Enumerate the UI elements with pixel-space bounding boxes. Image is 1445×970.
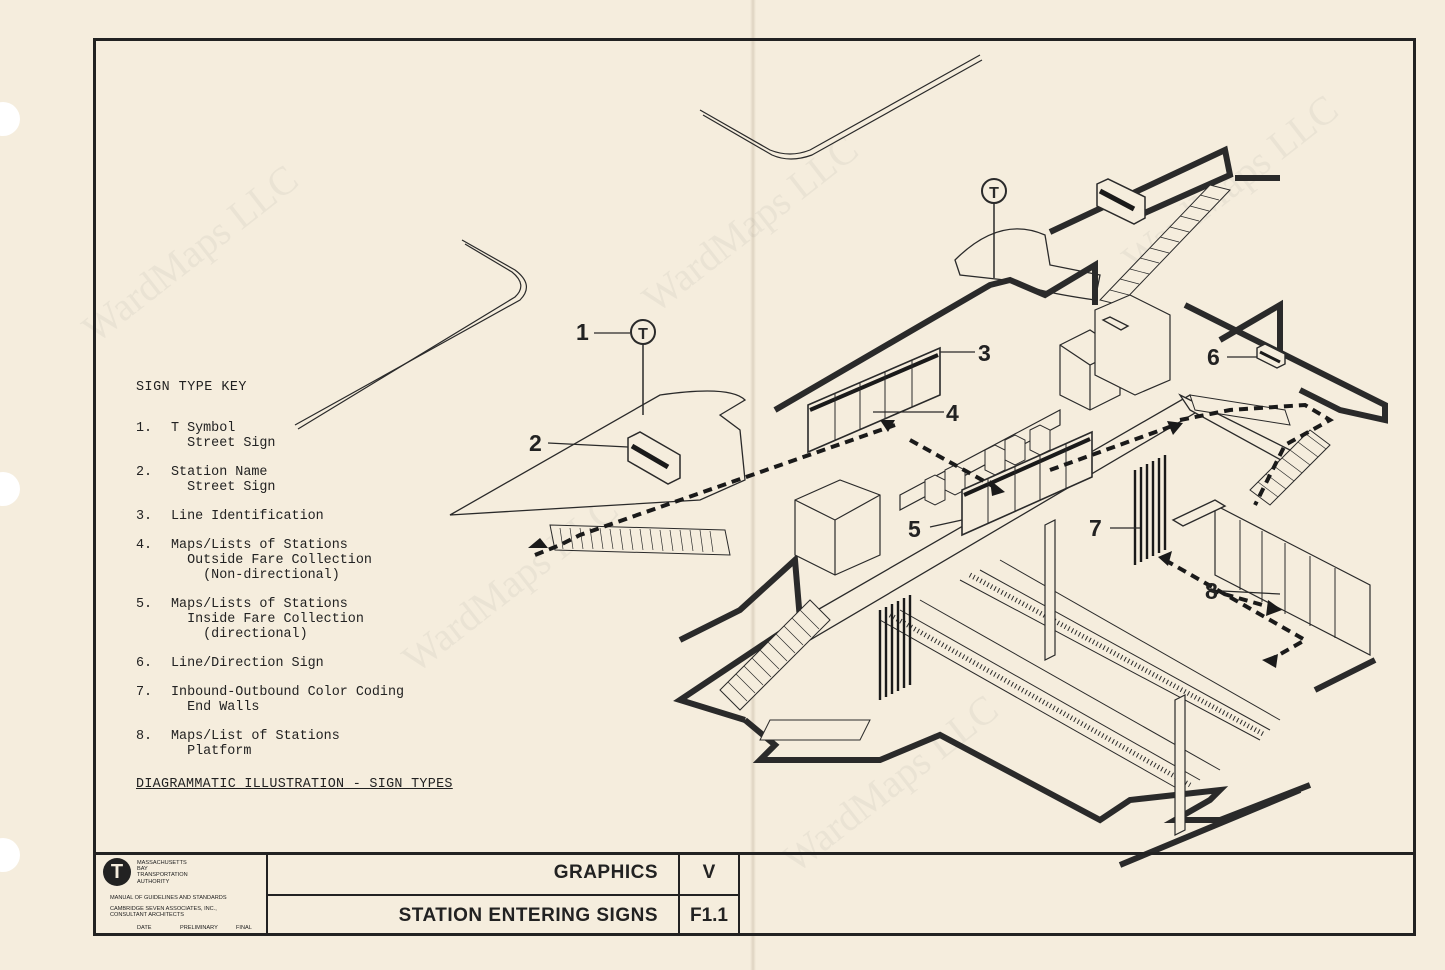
title-block-section-row — [268, 852, 740, 894]
org-name: MASSACHUSETTS BAY TRANSPORTATION AUTHORI… — [137, 860, 188, 885]
final-label: FINAL — [236, 925, 252, 931]
stairs — [549, 184, 1331, 741]
color-coding-end-walls — [878, 455, 1167, 700]
binder-hole — [0, 102, 20, 136]
key-item: 3. Line Identification — [136, 509, 496, 524]
key-item-text: Line/Direction Sign — [171, 656, 324, 671]
inside-fare-map-band — [963, 437, 1091, 497]
key-item-text: Inbound-Outbound Color Coding End Walls — [171, 685, 405, 715]
street-curbs — [294, 54, 983, 430]
key-title: SIGN TYPE KEY — [136, 380, 247, 395]
key-item: 6. Line/Direction Sign — [136, 656, 496, 671]
key-item: 2. Station Name Street Sign — [136, 465, 496, 495]
title-block-divider — [678, 852, 680, 936]
section-code: V — [702, 862, 716, 883]
title-block-top-line — [740, 852, 1416, 855]
svg-text:T: T — [638, 326, 648, 343]
diagram-note: DIAGRAMMATIC ILLUSTRATION - SIGN TYPES — [136, 777, 453, 792]
date-label: DATE — [137, 925, 152, 931]
t-symbol-street-sign: T — [630, 319, 656, 415]
key-item: 1. T Symbol Street Sign — [136, 421, 496, 451]
title-block-logo-cell — [93, 852, 268, 936]
callout-leaders — [547, 332, 1281, 595]
sheet-code: F1.1 — [689, 905, 729, 926]
sign-type-key: SIGN TYPE KEY 1. T Symbol Street Sign 2. S… — [136, 380, 496, 792]
callout-4: 4 — [946, 400, 959, 426]
line-direction-band — [1259, 350, 1281, 364]
key-item-number: 6. — [136, 656, 153, 671]
key-item-number: 4. — [136, 538, 153, 553]
station-name-panel — [630, 188, 1136, 470]
platform-walls — [1044, 504, 1371, 836]
manual-name: MANUAL OF GUIDELINES AND STANDARDS — [110, 895, 227, 901]
line-identification-band — [809, 353, 939, 412]
key-item-text: Station Name Street Sign — [171, 465, 276, 495]
path-arrowheads — [528, 420, 1282, 668]
key-item: 4. Maps/Lists of Stations Outside Fare Co… — [136, 538, 496, 583]
key-item-text: Maps/List of Stations Platform — [171, 729, 340, 759]
drawing-border — [93, 38, 1416, 936]
section-title: GRAPHICS — [553, 862, 658, 883]
key-item-text: Maps/Lists of Stations Inside Fare Colle… — [171, 597, 364, 642]
binder-hole — [0, 838, 20, 872]
key-item-text: Maps/Lists of Stations Outside Fare Coll… — [171, 538, 372, 583]
callout-1: 1 — [576, 319, 589, 345]
key-item: 5. Maps/Lists of Stations Inside Fare Col… — [136, 597, 496, 642]
binder-hole — [0, 472, 20, 506]
callout-8: 8 — [1205, 578, 1218, 604]
consultant-name: CAMBRIDGE SEVEN ASSOCIATES, INC., CONSUL… — [110, 906, 217, 919]
key-item-number: 3. — [136, 509, 153, 524]
callout-2: 2 — [529, 430, 542, 456]
callout-6: 6 — [1207, 344, 1220, 370]
key-item: 7. Inbound-Outbound Color Coding End Wall… — [136, 685, 496, 715]
mbta-logo-icon: T — [103, 858, 131, 886]
key-item-number: 2. — [136, 465, 153, 480]
key-item-number: 1. — [136, 421, 153, 436]
key-item-text: Line Identification — [171, 509, 324, 524]
title-block-sheet-row — [268, 894, 740, 936]
stair-treads — [559, 194, 1327, 702]
callout-5: 5 — [908, 516, 921, 542]
map-panel-divisions — [834, 360, 913, 441]
key-item-number: 5. — [136, 597, 153, 612]
key-item-number: 7. — [136, 685, 153, 700]
platform-map-panels — [1239, 520, 1336, 638]
key-item: 8. Maps/List of Stations Platform — [136, 729, 496, 759]
track-beds — [879, 559, 1281, 791]
preliminary-label: PRELIMINARY — [180, 925, 218, 931]
page-fold — [750, 0, 756, 970]
svg-text:T: T — [989, 185, 999, 202]
sheet-title: STATION ENTERING SIGNS — [398, 905, 658, 926]
callout-3: 3 — [978, 340, 991, 366]
callout-7: 7 — [1089, 515, 1102, 541]
inside-fare-map-divisions — [987, 444, 1067, 524]
t-symbol-street-sign: T — [981, 178, 1007, 278]
key-item-text: T Symbol Street Sign — [171, 421, 276, 451]
key-item-number: 8. — [136, 729, 153, 744]
line-identification-sign — [807, 346, 941, 454]
